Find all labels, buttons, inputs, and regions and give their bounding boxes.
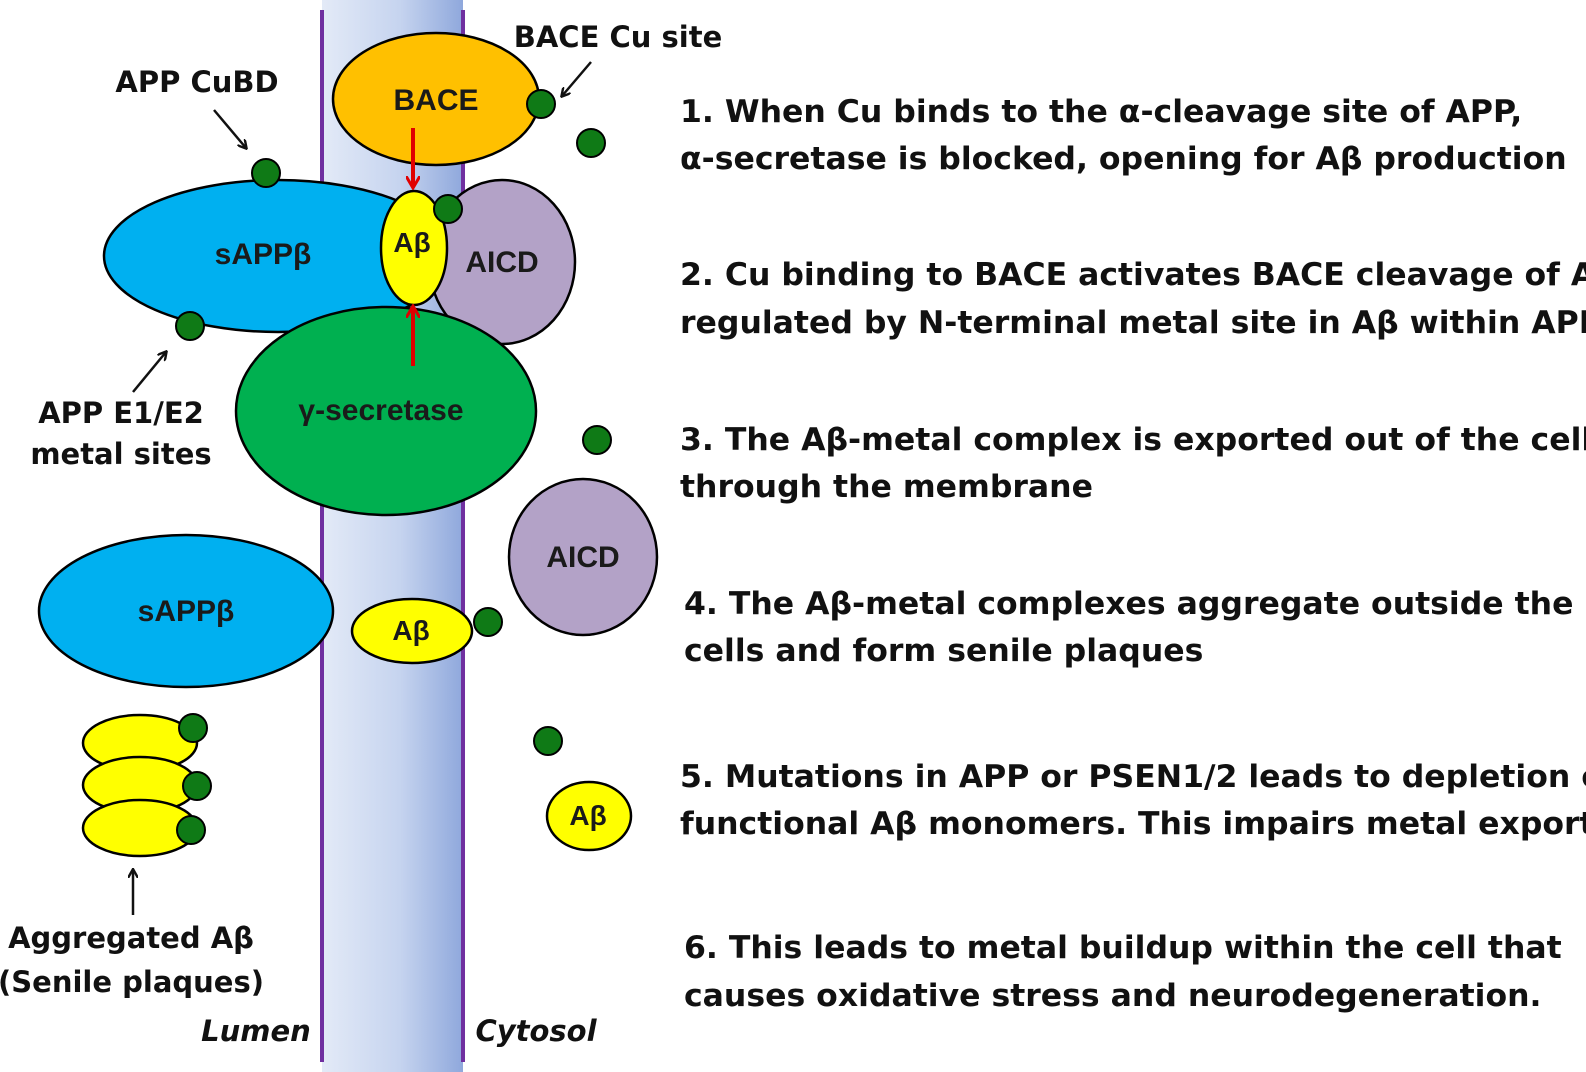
cu-ion-bace-site: [526, 89, 556, 119]
abeta-exported-label: Aβ: [392, 615, 429, 646]
app-e1e2-label-line1: APP E1/E2: [38, 396, 204, 430]
cu-ion-free: [582, 425, 612, 455]
app-cubd-label: APP CuBD: [115, 65, 278, 99]
app-e1e2-pointer-arrow: [132, 352, 166, 393]
aggregated-abeta-label-line1: Aggregated Aβ: [8, 921, 254, 955]
sapp-beta-bottom-shape: [37, 533, 335, 689]
step-1-line1: 1. When Cu binds to the α-cleavage site …: [680, 94, 1522, 130]
aicd-released-shape: [507, 477, 659, 637]
cu-ion-app-cubd: [251, 158, 281, 188]
step-list: 1. When Cu binds to the α-cleavage site …: [680, 94, 1586, 1014]
cu-ion-aggregate: [178, 713, 208, 743]
aicd-top-label: AICD: [465, 246, 538, 279]
bace-cu-site-label: BACE Cu site: [514, 20, 723, 54]
cu-ion-abeta-complex: [473, 607, 503, 637]
step-2-line2: regulated by N-terminal metal site in Aβ…: [680, 305, 1586, 341]
step-4-line2: cells and form senile plaques: [684, 633, 1203, 669]
cu-ion-e1e2-site: [175, 311, 205, 341]
cu-ion-abeta-site: [433, 194, 463, 224]
aicd-released-label: AICD: [546, 541, 619, 574]
lumen-label: Lumen: [201, 1014, 311, 1048]
cu-ion-free: [576, 128, 606, 158]
step-2-line1: 2. Cu binding to BACE activates BACE cle…: [680, 257, 1586, 293]
gamma-secretase-shape: [234, 305, 538, 517]
abeta-cytosol-label: Aβ: [569, 800, 606, 831]
app-e1e2-label-line2: metal sites: [30, 437, 211, 471]
step-5-line1: 5. Mutations in APP or PSEN1/2 leads to …: [680, 759, 1586, 795]
step-6-line1: 6. This leads to metal buildup within th…: [684, 930, 1562, 966]
abeta-cytosol-shape: [545, 780, 633, 852]
cytosol-label: Cytosol: [475, 1014, 597, 1048]
bace-label: BACE: [393, 84, 478, 117]
sapp-beta-bottom-label: sAPPβ: [138, 595, 235, 628]
aggregated-abeta-stack: [81, 713, 199, 858]
sapp-beta-top-label: sAPPβ: [215, 238, 312, 271]
step-5-line2: functional Aβ monomers. This impairs met…: [680, 806, 1586, 842]
gamma-secretase-label: γ-secretase: [298, 394, 463, 427]
cell-membrane: [320, 0, 465, 1072]
step-3-line2: through the membrane: [680, 469, 1093, 505]
step-4-line1: 4. The Aβ-metal complexes aggregate outs…: [684, 586, 1573, 622]
aggregated-abeta-label-line2: (Senile plaques): [0, 965, 264, 999]
step-1-line2: α-secretase is blocked, opening for Aβ p…: [680, 141, 1567, 177]
abeta-exported-shape: [350, 597, 474, 665]
step-6-line2: causes oxidative stress and neurodegener…: [684, 978, 1542, 1014]
step-3-line1: 3. The Aβ-metal complex is exported out …: [680, 422, 1586, 458]
abeta-membrane-label: Aβ: [393, 227, 430, 258]
cu-ion-aggregate: [176, 815, 206, 845]
cu-ion-aggregate: [182, 771, 212, 801]
bace-cu-site-pointer-arrow: [562, 61, 592, 96]
app-cubd-pointer-arrow: [213, 109, 246, 148]
cu-ion-free: [533, 726, 563, 756]
copper-ions: [175, 89, 612, 845]
